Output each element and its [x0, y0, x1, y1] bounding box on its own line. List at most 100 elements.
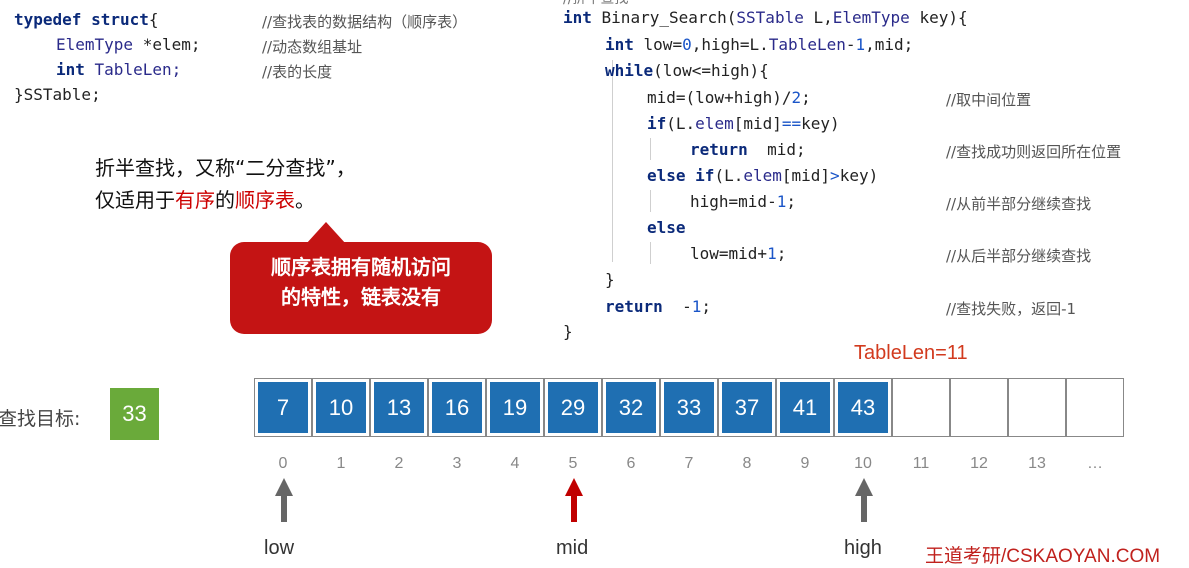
elseif-field: elem [743, 166, 782, 185]
high-a: high=mid- [690, 192, 777, 211]
code-close-while: } [605, 270, 615, 289]
target-value: 33 [122, 401, 147, 426]
struct-brace: { [148, 10, 159, 29]
if-b: [mid] [733, 114, 782, 133]
sig-arg-l: L, [803, 8, 833, 27]
callout-line-2: 的特性，链表没有 [281, 285, 441, 309]
decl-b: ,high=L. [691, 35, 769, 54]
array-index: 13 [1028, 455, 1046, 472]
if-a: (L. [666, 114, 696, 133]
decl-field: TableLen [768, 35, 846, 54]
array-cell: 41 [776, 378, 834, 437]
sig-name: Binary_Search( [591, 8, 737, 27]
if-c: key) [801, 114, 840, 133]
return-fail-keyword: return [605, 297, 663, 316]
elseif-op: > [830, 166, 840, 185]
elem-field: *elem; [133, 35, 201, 54]
array-index: 8 [742, 455, 752, 472]
code-decl: int low=0,high=L.TableLen-1,mid; [605, 35, 913, 55]
array-cell-value: 29 [548, 382, 598, 433]
pointer-arrows [275, 478, 873, 522]
array-index: 12 [970, 455, 988, 472]
retf-b: ; [701, 297, 711, 316]
elseif-b: [mid] [781, 166, 831, 185]
top-comment: //折半查找 [563, 0, 628, 8]
code-close-fn: } [563, 322, 573, 341]
return-keyword: return [690, 140, 748, 159]
array-cell [1008, 378, 1066, 437]
if-keyword: if [647, 114, 667, 133]
int-keyword: int [56, 60, 85, 79]
array-cell: 7 [254, 378, 312, 437]
retf-a: - [662, 297, 692, 316]
code-elseif: else if(L.elem[mid]>key) [647, 166, 878, 186]
low-a: low=mid+ [690, 244, 768, 263]
comment-high: //从前半部分继续查找 [946, 195, 1092, 213]
note-line-2: 仅适用于有序的顺序表。 [95, 184, 356, 216]
note-highlight-ordered: 有序 [175, 188, 215, 212]
array-cell: 16 [428, 378, 486, 437]
decl-int: int [605, 35, 634, 54]
sig-int: int [563, 8, 592, 27]
note-text: 折半查找，又称“二分查找”， 仅适用于有序的顺序表。 [95, 152, 356, 216]
array-cell [1066, 378, 1124, 437]
low-label: low [264, 537, 295, 559]
struct-comment-2: //动态数组基址 [262, 38, 363, 56]
low-arrow [275, 478, 293, 522]
array-cell [892, 378, 950, 437]
array-cell-value: 32 [606, 382, 656, 433]
array-cell-value: 43 [838, 382, 888, 433]
high-n: 1 [776, 192, 787, 211]
array-cell: 37 [718, 378, 776, 437]
sig-type-elemtype: ElemType [832, 8, 910, 27]
callout-text: 顺序表拥有随机访问 的特性，链表没有 [230, 252, 492, 312]
array-index: 3 [452, 455, 462, 472]
array-index: 0 [278, 455, 288, 472]
note-prefix: 仅适用于 [95, 188, 175, 212]
comment-return-mid: //查找成功则返回所在位置 [946, 143, 1122, 161]
else-keyword: else [647, 218, 686, 237]
array-index: 9 [800, 455, 810, 472]
if-field: elem [695, 114, 734, 133]
array-index: 4 [510, 455, 520, 472]
code-signature: int Binary_Search(SSTable L,ElemType key… [563, 8, 968, 28]
comment-mid: //取中间位置 [946, 91, 1032, 109]
array-cell: 43 [834, 378, 892, 437]
comment-return-fail: //查找失败，返回-1 [946, 300, 1077, 318]
array-cell: 10 [312, 378, 370, 437]
struct-comment-1: //查找表的数据结构（顺序表） [262, 13, 468, 31]
array-cell: 33 [660, 378, 718, 437]
array-cell-value: 37 [722, 382, 772, 433]
elemtype-type: ElemType [56, 35, 134, 54]
indent-guide-1 [612, 60, 613, 262]
code-if: if(L.elem[mid]==key) [647, 114, 840, 134]
target-value-box: 33 [110, 388, 159, 440]
array-cell [950, 378, 1008, 437]
if-op: == [781, 114, 802, 133]
comment-low: //从后半部分继续查找 [946, 247, 1092, 265]
decl-a: low= [633, 35, 683, 54]
return-mid: mid; [747, 140, 806, 159]
target-label: 查找目标: [0, 408, 81, 430]
array-cell-value: 33 [664, 382, 714, 433]
array-cell-value: 13 [374, 382, 424, 433]
array-index: 2 [394, 455, 404, 472]
tablelen-field: TableLen; [84, 60, 182, 79]
low-b: ; [776, 244, 787, 263]
callout-line-1: 顺序表拥有随机访问 [271, 255, 451, 279]
decl-d: ,mid; [865, 35, 914, 54]
code-else: else [647, 218, 686, 238]
note-highlight-seqlist: 顺序表 [235, 188, 295, 212]
array-index: 10 [854, 455, 872, 472]
high-arrow [855, 478, 873, 522]
array-index: … [1087, 455, 1103, 472]
array-index: 7 [684, 455, 694, 472]
elseif-keyword: else if [647, 166, 715, 185]
mid-n: 2 [791, 88, 802, 107]
indent-guide-3 [650, 190, 651, 212]
low-n: 1 [767, 244, 777, 263]
while-cond: (low<=high){ [653, 61, 769, 80]
array-index: 6 [626, 455, 636, 472]
decl-n1: 1 [855, 35, 866, 54]
note-mid: 的 [215, 188, 235, 212]
